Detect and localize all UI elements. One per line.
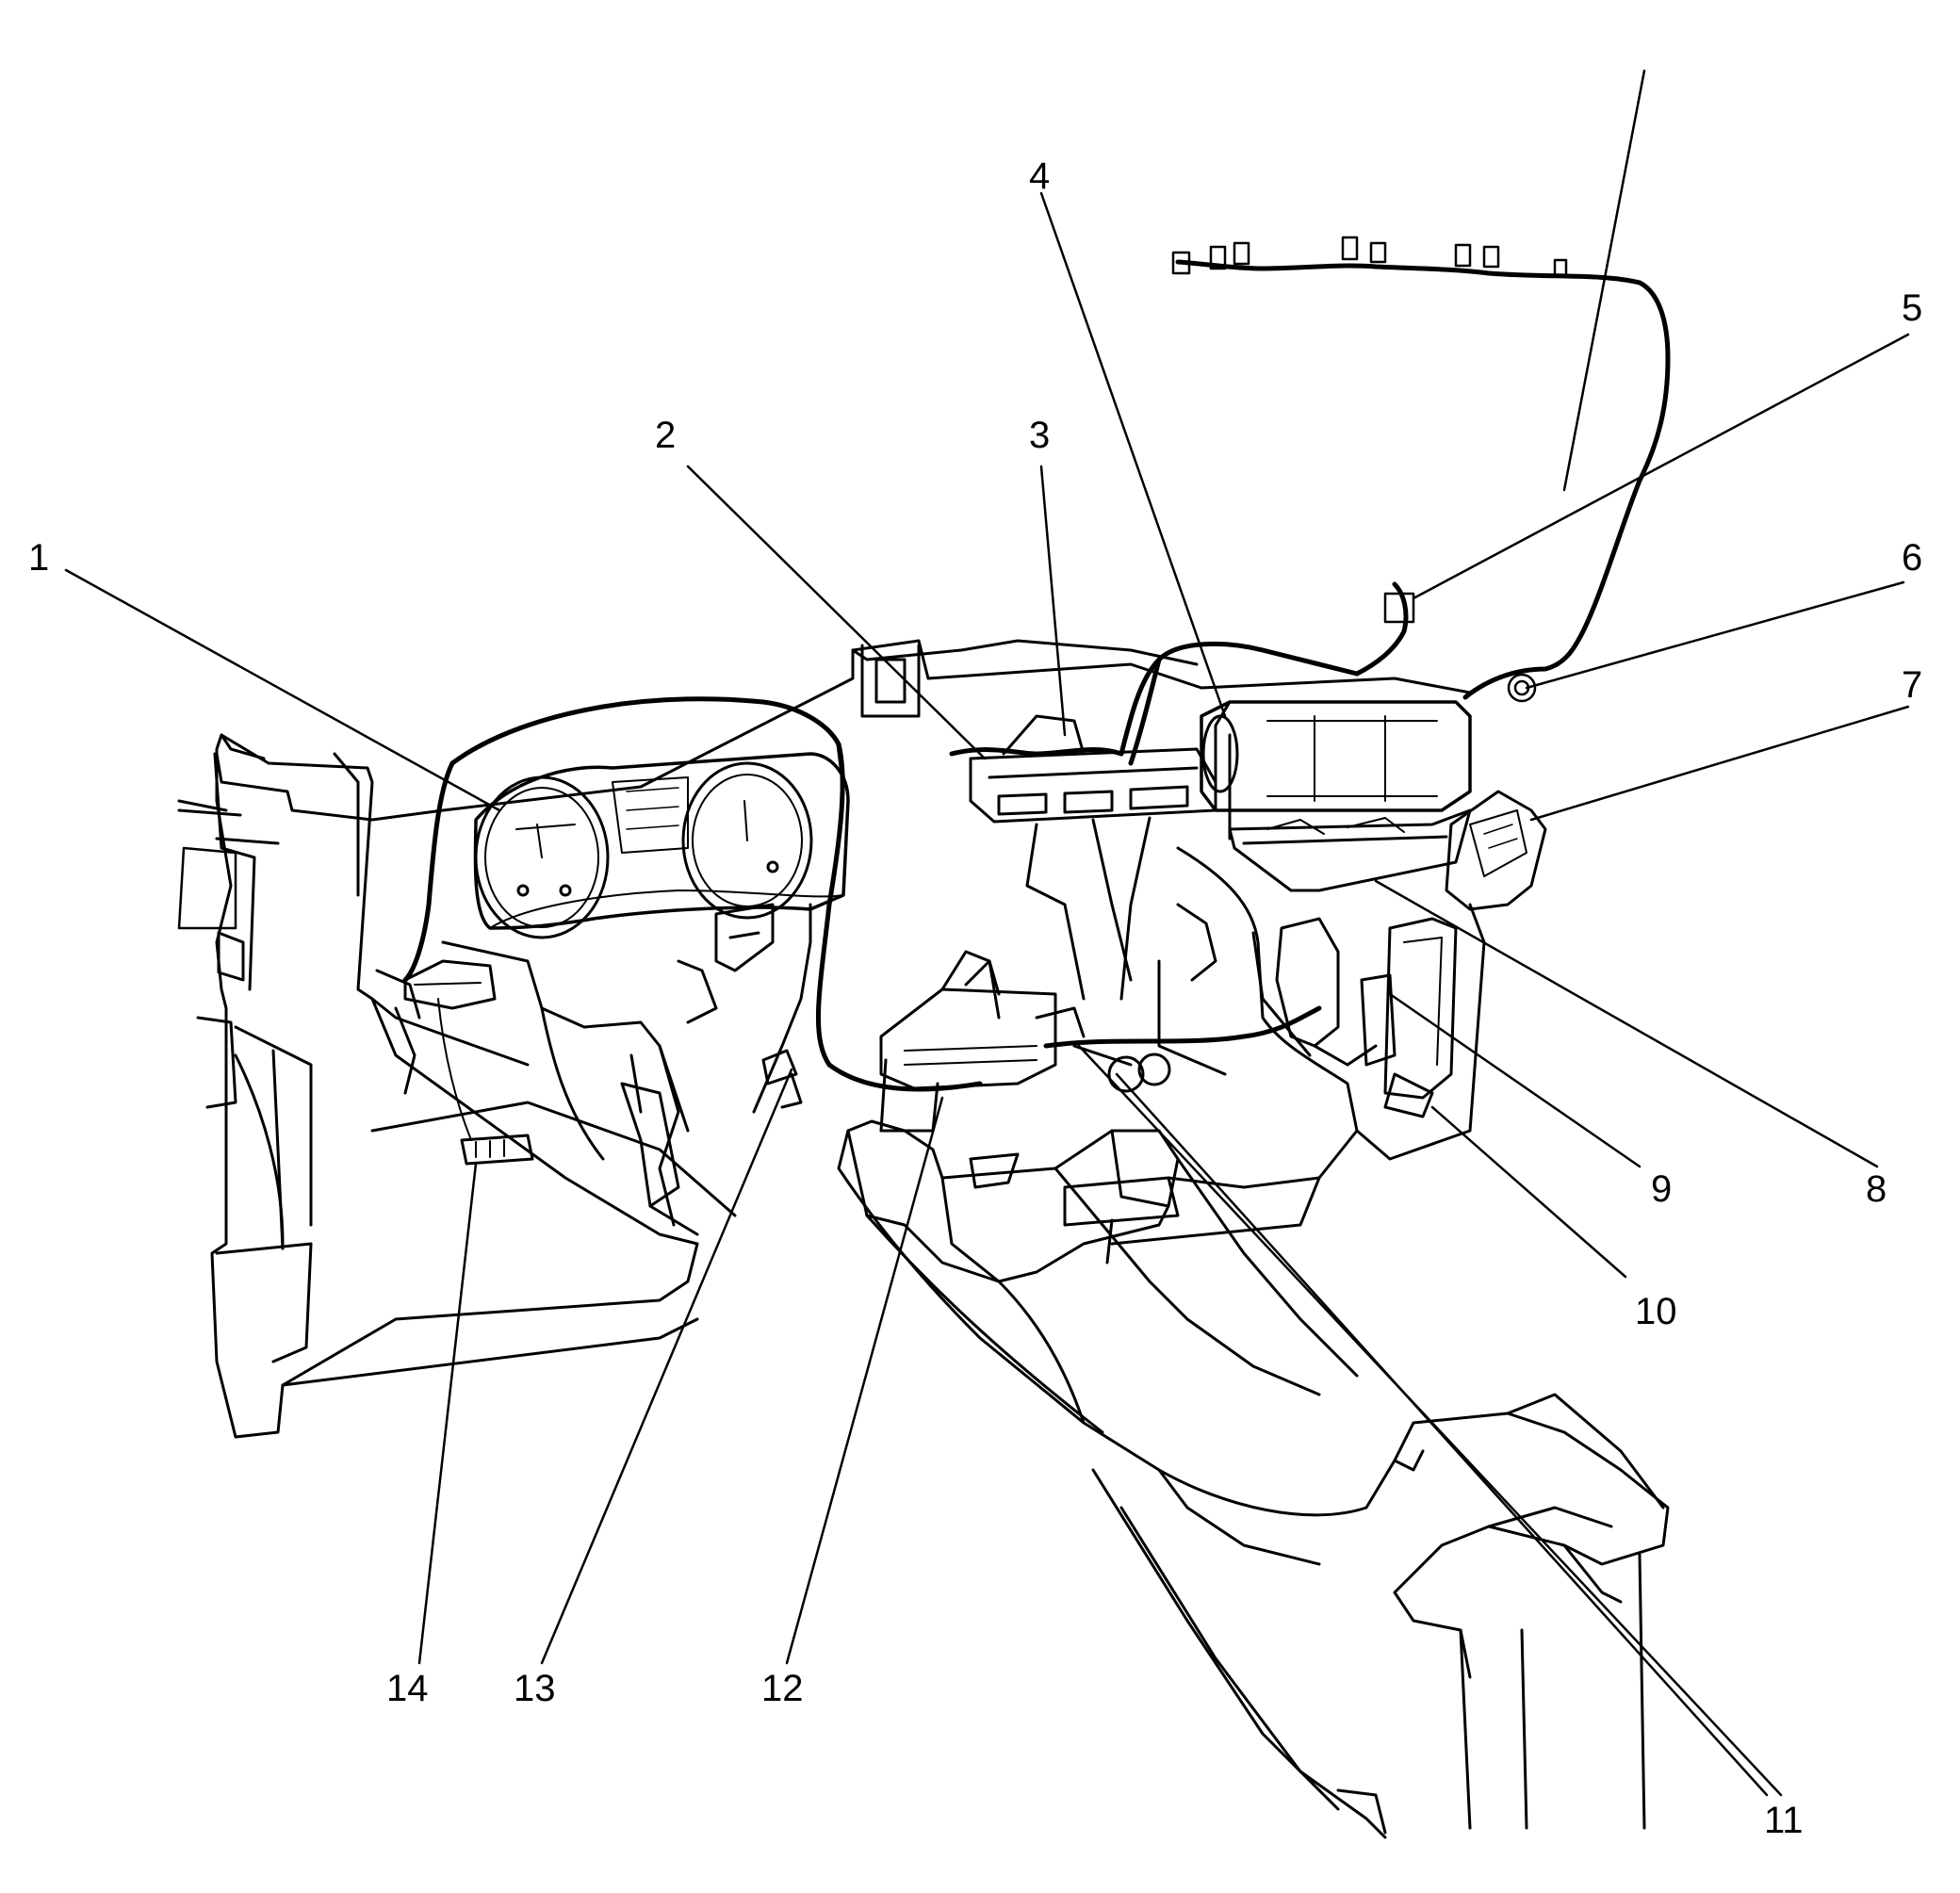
leader-line-5 [1412, 333, 1910, 600]
callout-2: 2 [655, 415, 676, 456]
callout-14: 14 [386, 1668, 429, 1709]
leader-line-3 [1039, 465, 1067, 737]
leader-line-13 [540, 1068, 793, 1665]
right-lower-shell [1063, 846, 1486, 1265]
leader-line-1 [64, 568, 501, 812]
callout-3: 3 [1029, 415, 1050, 456]
leader-line-11b [1115, 1072, 1769, 1797]
center-control-bracket [969, 714, 1217, 1001]
leader-line-7 [1529, 705, 1910, 822]
leader-line-4 [1039, 191, 1227, 718]
callout-12: 12 [761, 1668, 804, 1709]
speedometer-gauge [681, 761, 813, 920]
callout-11: 11 [1764, 1800, 1804, 1841]
harness-connectors [1171, 236, 1568, 703]
leader-line-12 [785, 1096, 944, 1665]
leader-line-10 [1430, 1105, 1627, 1279]
glove-box-tray [1228, 733, 1472, 892]
center-console [837, 1119, 1670, 1839]
leader-line-antenna [1562, 69, 1646, 492]
side-connector-module [1445, 790, 1547, 911]
left-kick-bracket [196, 752, 421, 1109]
passenger-airbag-module [1200, 700, 1472, 812]
callout-8: 8 [1866, 1168, 1886, 1210]
lower-dash-panel [177, 733, 737, 1439]
junction-block [879, 950, 1171, 1133]
callout-7: 7 [1902, 664, 1922, 706]
leader-line-2 [686, 465, 987, 760]
callout-4: 4 [1029, 155, 1050, 197]
leader-line-6 [1525, 580, 1905, 690]
callout-labels: 1 2 3 4 5 6 7 8 9 10 11 12 13 14 [28, 155, 1922, 1841]
callout-6: 6 [1902, 537, 1922, 579]
callout-13: 13 [514, 1668, 556, 1709]
left-connectors [403, 959, 803, 1166]
leader-lines [64, 69, 1910, 1797]
callout-9: 9 [1651, 1168, 1672, 1210]
leader-line-8 [1374, 879, 1879, 1168]
wiring-harness [402, 259, 1671, 1092]
leader-line-14 [417, 1162, 478, 1665]
instrument-cluster [473, 752, 850, 939]
leader-line-9 [1388, 992, 1642, 1168]
tachometer-gauge [474, 775, 610, 939]
callout-10: 10 [1635, 1291, 1677, 1332]
callout-5: 5 [1902, 287, 1922, 329]
callout-1: 1 [28, 537, 49, 579]
